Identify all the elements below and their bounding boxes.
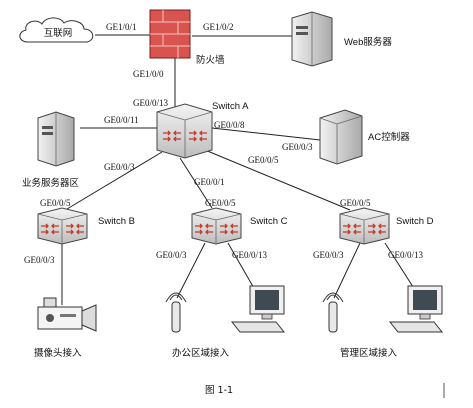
port-label: GE0/0/3 bbox=[313, 250, 344, 260]
port-label: GE0/0/3 bbox=[104, 162, 135, 172]
port-label: GE0/0/11 bbox=[104, 115, 139, 125]
port-label: GE0/0/5 bbox=[40, 198, 71, 208]
port-label: GE0/0/13 bbox=[232, 250, 267, 260]
pc-icon bbox=[388, 285, 444, 333]
link-switch-a-switch-c bbox=[179, 157, 213, 209]
port-label: GE1/0/2 bbox=[203, 22, 234, 32]
port-label: GE1/0/1 bbox=[106, 22, 137, 32]
internet-cloud-icon bbox=[19, 17, 94, 43]
switch-c-label: Switch C bbox=[250, 216, 288, 227]
port-labels: GE1/0/1 GE1/0/2 GE1/0/0 GE0/0/13 GE0/0/1… bbox=[24, 22, 423, 265]
port-label: GE0/0/3 bbox=[282, 142, 313, 152]
link-switch-a-switch-b bbox=[61, 151, 163, 213]
port-label: GE0/0/13 bbox=[388, 250, 423, 260]
business-server-icon bbox=[37, 111, 75, 167]
firewall-label: 防火墙 bbox=[196, 54, 225, 66]
firewall-icon bbox=[149, 9, 191, 59]
link-switch-c-ap bbox=[176, 242, 206, 299]
link-switch-c-pc bbox=[227, 242, 256, 291]
business-servers-label: 业务服务器区 bbox=[22, 177, 80, 189]
pc-icon bbox=[230, 285, 286, 333]
link-switch-a-ac bbox=[211, 127, 321, 141]
port-label: GE0/0/8 bbox=[214, 120, 245, 130]
switch-b-icon bbox=[37, 207, 88, 245]
wireless-ap-icon bbox=[322, 292, 344, 333]
port-label: GE0/0/5 bbox=[205, 198, 236, 208]
link-switch-d-pc bbox=[384, 242, 416, 291]
switch-a-label: Switch A bbox=[212, 101, 249, 112]
web-server-icon bbox=[291, 11, 333, 67]
switch-d-label: Switch D bbox=[396, 216, 434, 227]
camera-icon bbox=[37, 297, 97, 332]
links bbox=[61, 34, 416, 305]
ac-controller-label: AC控制器 bbox=[368, 131, 410, 143]
port-label: GE0/0/3 bbox=[24, 255, 55, 265]
mgmt-access-label: 管理区域接入 bbox=[340, 347, 398, 359]
figure-caption: 图 1-1 bbox=[205, 385, 233, 396]
link-switch-a-switch-d bbox=[204, 149, 351, 211]
switch-c-icon bbox=[191, 207, 242, 245]
web-server-label: Web服务器 bbox=[344, 36, 392, 48]
port-label: GE0/0/5 bbox=[248, 155, 279, 165]
port-label: GE0/0/5 bbox=[340, 198, 371, 208]
switch-b-label: Switch B bbox=[98, 216, 135, 227]
switch-a-icon bbox=[156, 103, 213, 159]
port-label: GE1/0/0 bbox=[133, 69, 164, 79]
wireless-ap-icon bbox=[165, 292, 187, 333]
port-label: GE0/0/3 bbox=[156, 250, 187, 260]
link-switch-d-ap bbox=[333, 242, 361, 299]
port-label: GE0/0/1 bbox=[194, 177, 225, 187]
port-label: GE0/0/13 bbox=[133, 98, 168, 108]
office-access-label: 办公区域接入 bbox=[172, 347, 230, 359]
switch-d-icon bbox=[339, 207, 390, 245]
internet-label: 互联网 bbox=[44, 28, 73, 39]
camera-access-label: 摄像头接入 bbox=[34, 347, 82, 359]
ac-controller-icon bbox=[319, 109, 363, 165]
